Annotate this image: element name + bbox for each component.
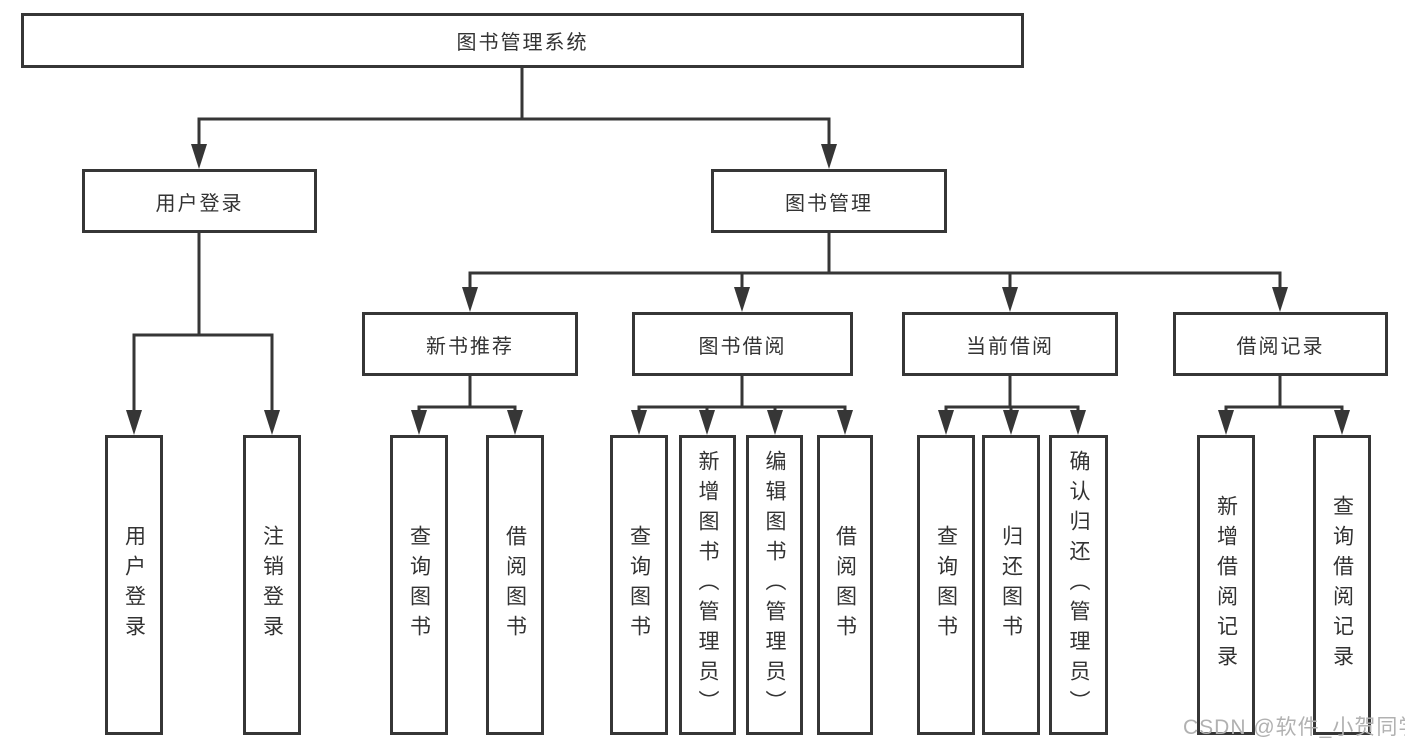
leaf-label: 借阅图书 bbox=[503, 525, 527, 645]
leaf-label: 编辑图书（管理员） bbox=[763, 450, 786, 720]
node-label: 图书管理系统 bbox=[456, 32, 589, 54]
node-new-book-recommend: 新书推荐 bbox=[362, 312, 578, 376]
leaf-query-books-newbook: 查询图书 bbox=[390, 435, 448, 735]
leaf-label: 用户登录 bbox=[122, 525, 146, 645]
leaf-query-books-current: 查询图书 bbox=[917, 435, 975, 735]
leaf-edit-books-admin: 编辑图书（管理员） bbox=[746, 435, 803, 735]
node-current-borrowing: 当前借阅 bbox=[902, 312, 1118, 376]
leaf-confirm-return-admin: 确认归还（管理员） bbox=[1049, 435, 1108, 735]
node-library-management-system: 图书管理系统 bbox=[21, 13, 1024, 68]
leaf-label: 查询图书 bbox=[407, 525, 431, 645]
leaf-borrow-books: 借阅图书 bbox=[817, 435, 873, 735]
leaf-add-books-admin: 新增图书（管理员） bbox=[679, 435, 736, 735]
node-book-borrowing: 图书借阅 bbox=[632, 312, 853, 376]
leaf-label: 查询借阅记录 bbox=[1330, 495, 1354, 675]
node-label: 图书管理 bbox=[785, 192, 873, 215]
leaf-label: 确认归还（管理员） bbox=[1067, 450, 1090, 720]
leaf-label: 归还图书 bbox=[999, 525, 1023, 645]
node-label: 用户登录 bbox=[155, 192, 244, 215]
leaf-user-login: 用户登录 bbox=[105, 435, 163, 735]
leaf-label: 借阅图书 bbox=[833, 525, 857, 645]
leaf-label: 新增借阅记录 bbox=[1214, 495, 1238, 675]
leaf-label: 注销登录 bbox=[260, 525, 284, 645]
leaf-return-books: 归还图书 bbox=[982, 435, 1040, 735]
node-label: 借阅记录 bbox=[1236, 335, 1325, 358]
leaf-query-borrow-record: 查询借阅记录 bbox=[1313, 435, 1371, 735]
node-label: 当前借阅 bbox=[966, 335, 1054, 358]
arrowhead-icons bbox=[126, 144, 1350, 435]
leaf-add-borrow-record: 新增借阅记录 bbox=[1197, 435, 1255, 735]
leaf-label: 新增图书（管理员） bbox=[696, 450, 719, 720]
node-user-login: 用户登录 bbox=[82, 169, 317, 233]
node-label: 新书推荐 bbox=[426, 335, 514, 358]
node-label: 图书借阅 bbox=[698, 335, 787, 358]
leaf-borrow-books-newbook: 借阅图书 bbox=[486, 435, 544, 735]
node-book-management: 图书管理 bbox=[711, 169, 947, 233]
csdn-watermark: CSDN @软件_小贺同学 bbox=[1183, 716, 1405, 739]
leaf-label: 查询图书 bbox=[627, 525, 651, 645]
leaf-label: 查询图书 bbox=[934, 525, 958, 645]
leaf-logout: 注销登录 bbox=[243, 435, 301, 735]
node-borrowing-records: 借阅记录 bbox=[1173, 312, 1388, 376]
leaf-query-books-borrow: 查询图书 bbox=[610, 435, 668, 735]
